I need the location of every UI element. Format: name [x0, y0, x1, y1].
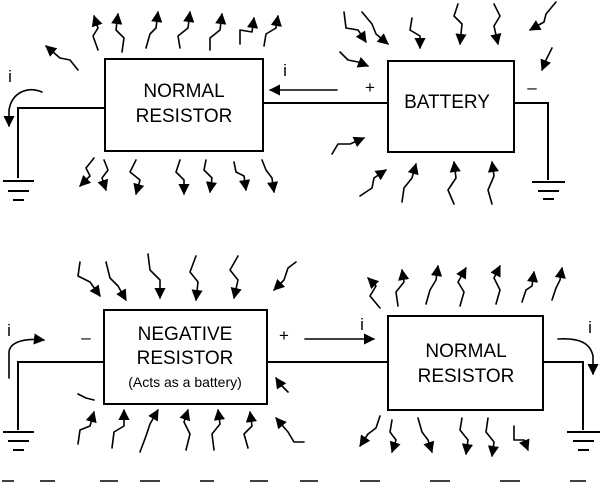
- bottom-resistor-label-line1: NORMAL: [425, 341, 506, 362]
- bottom-left-ground-icon: [3, 431, 34, 451]
- bottom-normal-resistor-box: [387, 315, 544, 411]
- battery-box: [387, 60, 515, 153]
- bottom-left-wire: [17, 361, 104, 430]
- bottom-resistor-label-line2: RESISTOR: [418, 366, 515, 387]
- bottom-middle-current-label: i: [360, 315, 364, 334]
- top-middle-current-label: i: [283, 61, 287, 80]
- top-left-wire: [17, 107, 105, 178]
- bottom-resistor-heat-out-down-icon: [359, 415, 530, 458]
- bottom-circuit: NEGATIVE RESISTOR (Acts as a battery) NO…: [3, 253, 600, 458]
- negative-resistor-note: (Acts as a battery): [128, 374, 242, 390]
- top-normal-resistor-box: [104, 58, 264, 152]
- top-left-ground-icon: [3, 180, 34, 201]
- bottom-left-current-arrow-icon: [8, 333, 46, 379]
- negative-resistor-heat-in-bottom-icon: [77, 377, 305, 453]
- negative-resistor-minus-sign: –: [81, 328, 91, 347]
- battery-label: BATTERY: [404, 92, 490, 113]
- top-resistor-heat-out-down-icon: [79, 157, 279, 196]
- battery-heat-in-bottom-icon: [331, 136, 499, 205]
- bottom-resistor-heat-out-up-icon: [367, 264, 566, 309]
- top-right-wire: [514, 102, 549, 180]
- bottom-left-current-label: i: [7, 321, 11, 340]
- bottom-right-current-arrow-icon: [557, 338, 599, 376]
- negative-resistor-label-line1: NEGATIVE: [138, 324, 233, 345]
- cropped-caption-fragment: [0, 478, 608, 484]
- top-right-ground-icon: [532, 181, 565, 200]
- battery-heat-in-top-icon: [339, 1, 557, 72]
- top-resistor-heat-out-up-icon: [45, 10, 282, 71]
- battery-minus-sign: –: [527, 78, 537, 97]
- top-left-current-arrow-icon: [3, 88, 43, 128]
- top-resistor-label-line2: RESISTOR: [136, 106, 233, 127]
- negative-resistor-box: [103, 309, 268, 405]
- negative-resistor-heat-in-top-icon: [77, 253, 297, 302]
- negative-resistor-label-line2: RESISTOR: [137, 348, 234, 369]
- top-resistor-label-line1: NORMAL: [143, 81, 224, 102]
- battery-plus-sign: +: [365, 78, 375, 97]
- top-left-current-label: i: [8, 67, 12, 86]
- bottom-right-current-label: i: [588, 318, 592, 337]
- top-circuit: NORMAL RESISTOR BATTERY + – i i: [3, 1, 565, 205]
- bottom-right-wire: [543, 361, 584, 430]
- negative-resistor-plus-sign: +: [279, 326, 289, 345]
- bottom-right-ground-icon: [567, 431, 600, 451]
